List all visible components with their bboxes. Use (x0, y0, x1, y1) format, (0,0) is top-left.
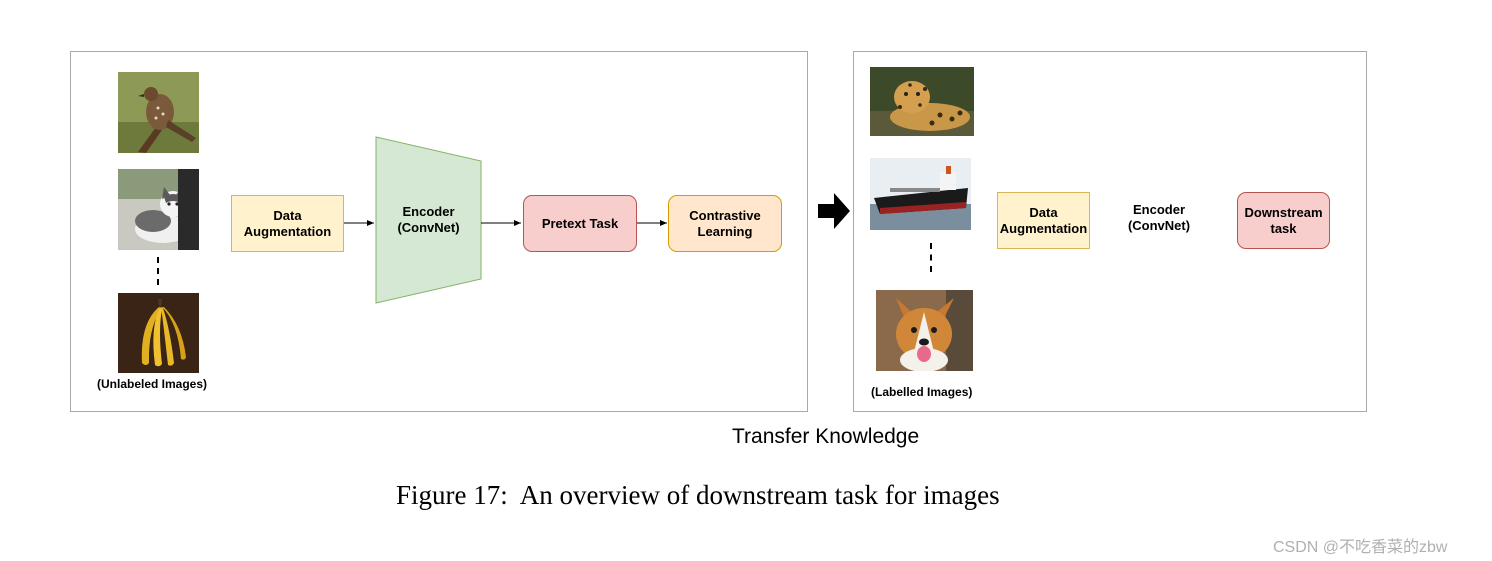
left-dots-separator (157, 257, 159, 285)
transfer-knowledge-label: Transfer Knowledge (732, 425, 920, 448)
labelled-images-caption: (Labelled Images) (871, 385, 973, 399)
encoder-trapezoid (375, 136, 482, 304)
dog-image (876, 290, 973, 371)
right-dots-separator (930, 243, 932, 272)
figure-caption: Figure 17: An overview of downstream tas… (396, 480, 1000, 510)
right-data-augmentation-box: Data Augmentation (997, 192, 1090, 249)
data-augmentation-box: Data Augmentation (231, 195, 344, 252)
encoder-label: Encoder (ConvNet) (397, 204, 460, 235)
unlabeled-images-caption: (Unlabeled Images) (97, 377, 208, 391)
transfer-arrow-icon (818, 193, 850, 229)
watermark: CSDN @不吃香菜的zbw (1273, 539, 1448, 556)
bird-image (118, 72, 199, 153)
cat-image (118, 169, 199, 250)
banana-image (118, 293, 199, 373)
pretext-task-box: Pretext Task (523, 195, 637, 252)
right-encoder-label: Encoder (ConvNet) (1127, 202, 1191, 233)
leopard-image (870, 67, 974, 136)
downstream-task-box: Downstream task (1237, 192, 1330, 249)
ship-image (870, 158, 971, 230)
contrastive-learning-box: Contrastive Learning (668, 195, 782, 252)
